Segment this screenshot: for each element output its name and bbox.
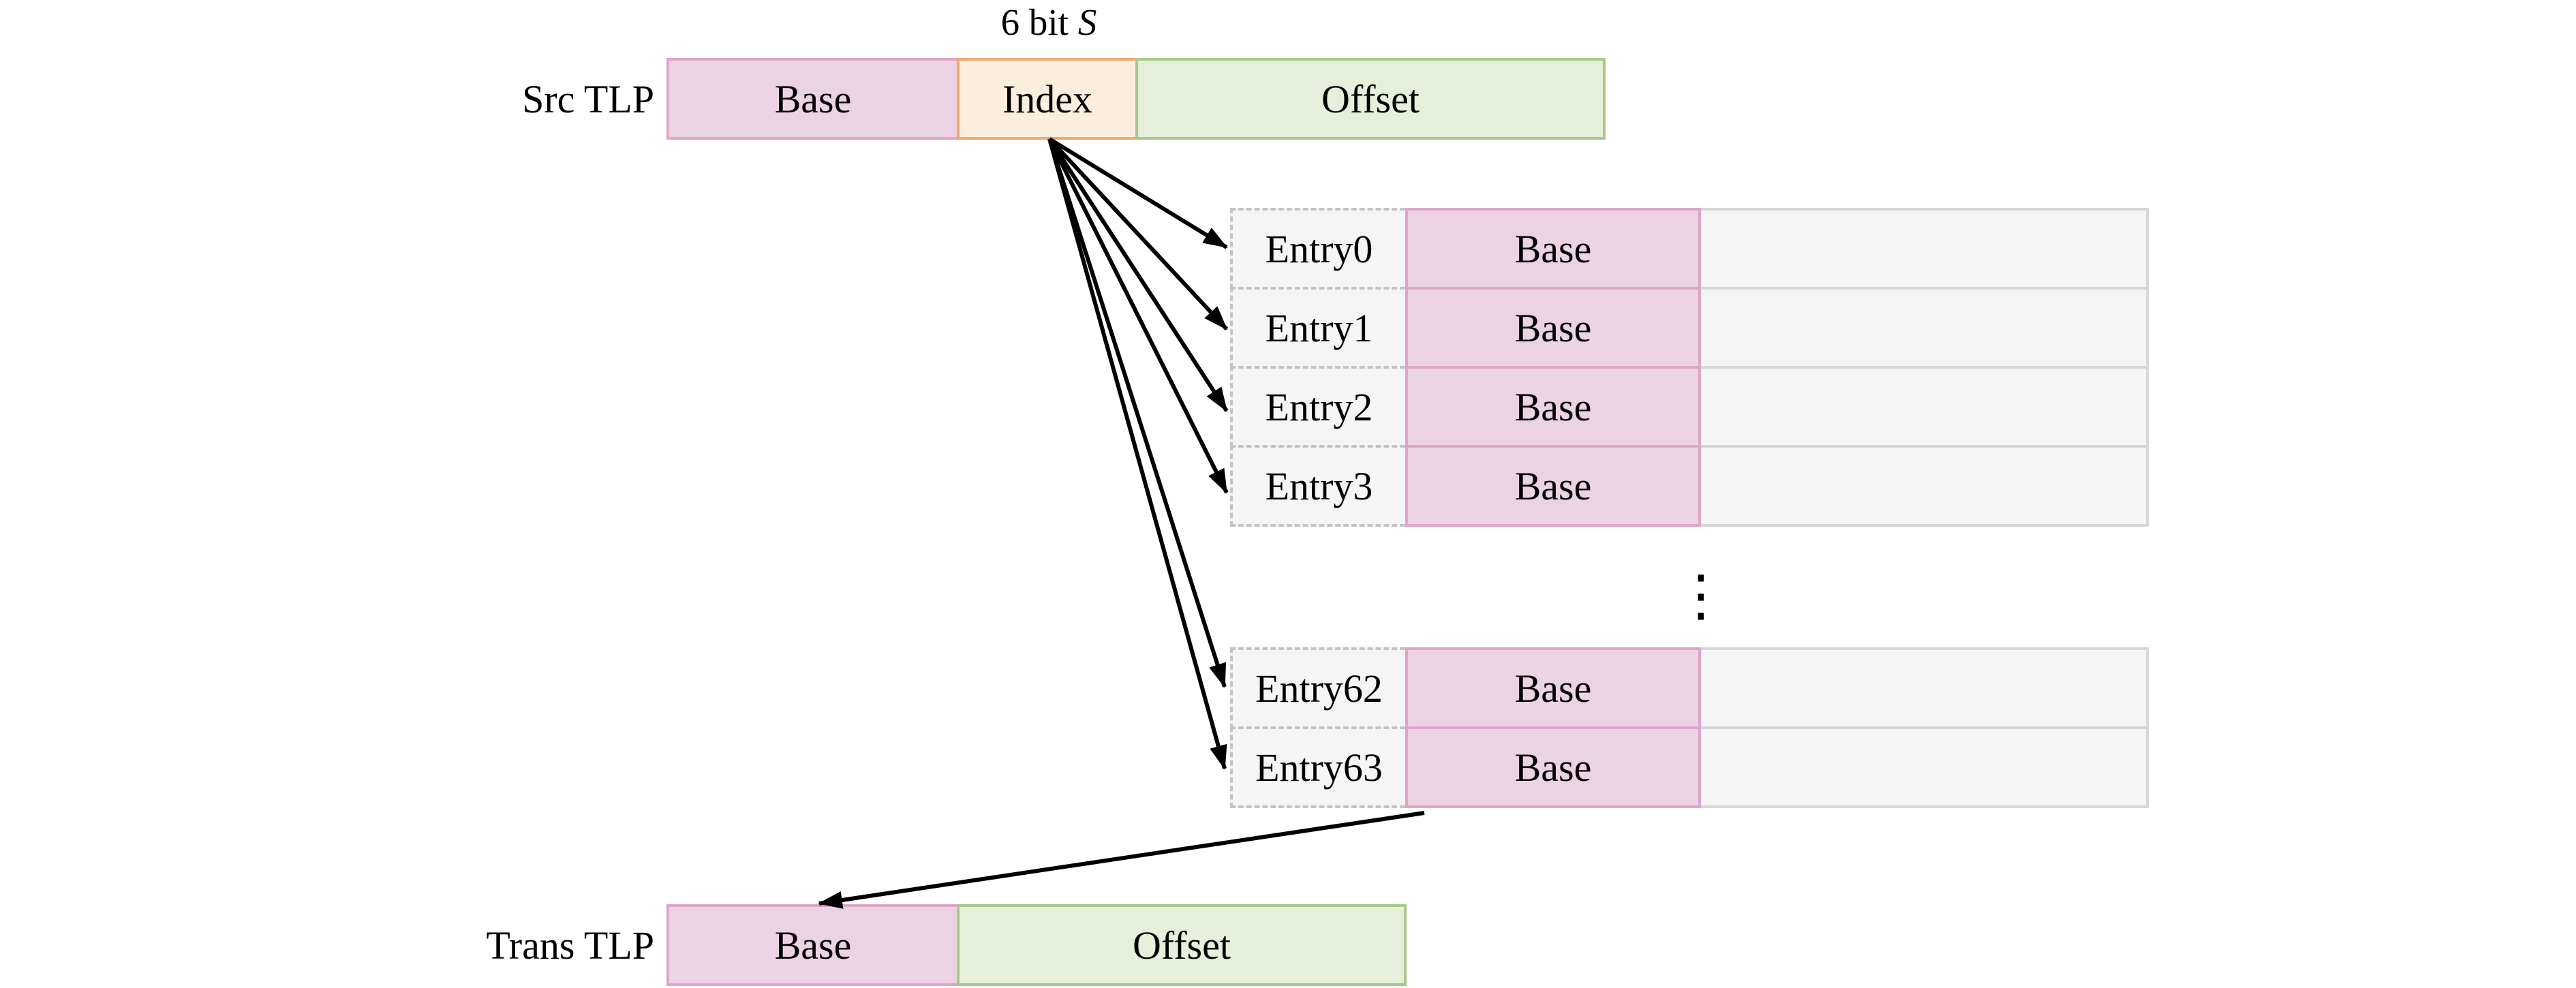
arrow-index-to-entry2 [1047,138,1229,412]
table-row-entry63: Entry63 Base [1230,726,2149,808]
table-ellipsis: ⋮ [1673,564,1729,628]
entry-value-cell [1698,366,2149,448]
entry-label-cell: Entry63 [1230,726,1405,808]
arrow-index-to-entry1 [1047,137,1229,331]
arrow-index-to-entry63 [1047,138,1227,770]
entry-value-cell [1698,647,2149,729]
entry-label-cell: Entry62 [1230,647,1405,729]
table-row-entry2: Entry2 Base [1230,366,2149,448]
entry-label-cell: Entry3 [1230,445,1405,527]
arrow-index-to-entry62 [1047,138,1227,688]
arrow-index-to-entry3 [1047,138,1229,494]
entry-value-cell [1698,287,2149,369]
lookup-table-lower: Entry62 Base Entry63 Base [1230,647,2149,808]
table-row-entry1: Entry1 Base [1230,287,2149,369]
trans-tlp-base-field: Base [666,904,960,986]
trans-tlp-offset-field: Offset [957,904,1407,986]
entry-base-cell: Base [1405,366,1701,448]
trans-tlp-label: Trans TLP [486,923,654,968]
entry-base-cell: Base [1405,726,1701,808]
lookup-table-upper: Entry0 Base Entry1 Base Entry2 Base Entr… [1230,208,2149,527]
table-row-entry62: Entry62 Base [1230,647,2149,729]
entry-value-cell [1698,208,2149,290]
six-bit-label: 6 bit S [878,0,1219,44]
six-bit-label-variable: S [1077,1,1097,43]
entry-base-cell: Base [1405,647,1701,729]
table-row-entry0: Entry0 Base [1230,208,2149,290]
entry-value-cell [1698,445,2149,527]
src-tlp-offset-field: Offset [1135,58,1606,140]
src-tlp-index-field: Index [957,58,1138,140]
entry-label-cell: Entry1 [1230,287,1405,369]
src-tlp-label: Src TLP [522,76,654,121]
entry-value-cell [1698,726,2149,808]
entry-label-cell: Entry0 [1230,208,1405,290]
entry-base-cell: Base [1405,287,1701,369]
entry-label-cell: Entry2 [1230,366,1405,448]
trans-tlp-packet: Base Offset [666,904,1407,986]
entry-base-cell: Base [1405,445,1701,527]
arrow-index-to-entry0 [1048,137,1228,249]
src-tlp-base-field: Base [666,58,960,140]
src-tlp-packet: Base Index Offset [666,58,1606,140]
six-bit-label-prefix: 6 bit [1000,1,1069,43]
arrow-entry63-to-trans-base [818,811,1425,909]
table-row-entry3: Entry3 Base [1230,445,2149,527]
entry-base-cell: Base [1405,208,1701,290]
